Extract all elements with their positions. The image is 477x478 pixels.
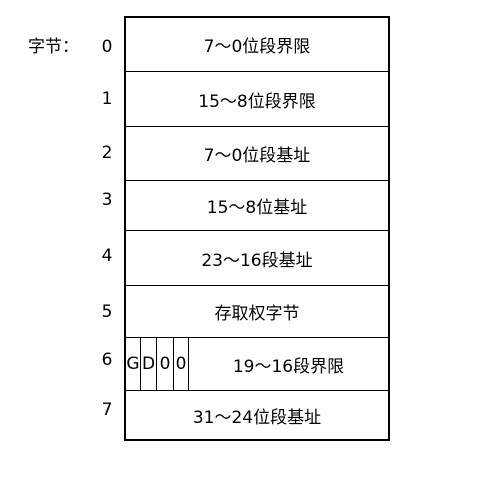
row-7-text: 31～24位段基址 — [192, 407, 322, 428]
table-row-0: 7～0位段界限 — [126, 18, 388, 72]
flag-zero-cell-1: 0 — [157, 338, 174, 390]
table-row-4: 23～16段基址 — [126, 231, 388, 286]
flag-g-cell: G — [126, 338, 141, 390]
table-row-3: 15～8位基址 — [126, 181, 388, 231]
row-1-text: 15～8位段界限 — [198, 91, 316, 112]
row-3-text: 15～8位基址 — [206, 198, 308, 218]
byte-index-0: 0 — [101, 37, 113, 57]
table-row-1: 15～8位段界限 — [126, 72, 388, 127]
table-row-6: G D 0 0 19～16段界限 — [126, 338, 388, 391]
descriptor-table: 7～0位段界限 15～8位段界限 7～0位段基址 15～8位基址 23～16段基… — [124, 16, 390, 441]
row-5-text: 存取权字节 — [214, 304, 300, 324]
row-6-text: 19～16段界限 — [232, 356, 345, 377]
byte-index-3: 3 — [101, 190, 113, 210]
row-4-text: 23～16段基址 — [201, 250, 313, 271]
flag-d-cell: D — [141, 338, 157, 390]
byte-index-6: 6 — [101, 350, 113, 370]
table-row-5: 存取权字节 — [126, 286, 388, 338]
table-row-2: 7～0位段基址 — [126, 127, 388, 181]
byte-index-7: 7 — [101, 400, 113, 420]
flag-zero-cell-2: 0 — [174, 338, 189, 390]
table-row-7: 31～24位段基址 — [126, 391, 388, 439]
byte-index-4: 4 — [101, 246, 113, 266]
byte-prefix-label: 字节： — [28, 37, 79, 57]
row-2-text: 7～0位段基址 — [203, 146, 311, 166]
byte-index-5: 5 — [101, 302, 113, 322]
row-0-text: 7～0位段界限 — [203, 37, 311, 57]
byte-index-2: 2 — [101, 143, 113, 163]
byte-index-1: 1 — [101, 89, 113, 109]
